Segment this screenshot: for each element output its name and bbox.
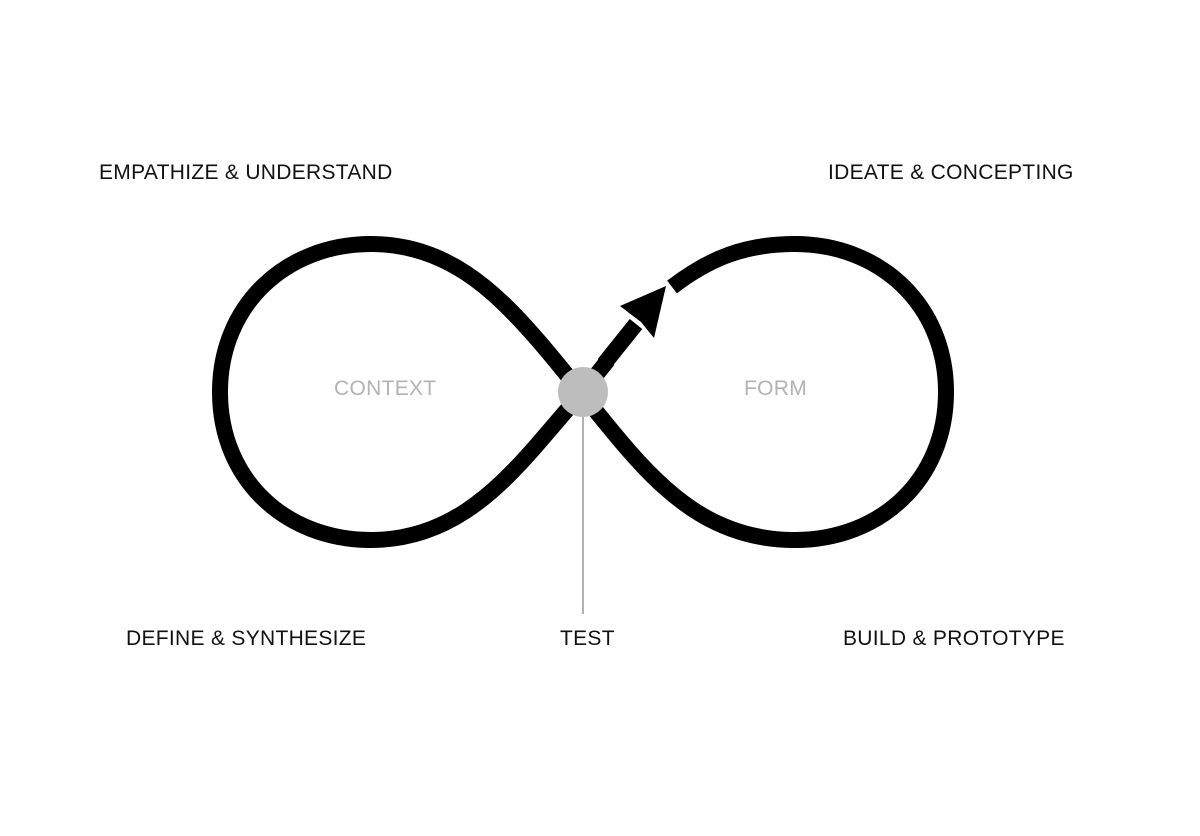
label-test: TEST [560,627,615,650]
label-build-prototype: BUILD & PROTOTYPE [843,627,1065,650]
test-node [558,367,608,417]
loop-arrowhead [620,286,666,338]
infinity-loop-path [212,236,954,548]
label-ideate-concepting: IDEATE & CONCEPTING [828,161,1074,184]
arrow-shaft [597,319,643,369]
label-empathize-understand: EMPATHIZE & UNDERSTAND [99,161,393,184]
label-define-synthesize: DEFINE & SYNTHESIZE [126,627,367,650]
label-context: CONTEXT [334,377,437,400]
label-form: FORM [744,377,808,400]
